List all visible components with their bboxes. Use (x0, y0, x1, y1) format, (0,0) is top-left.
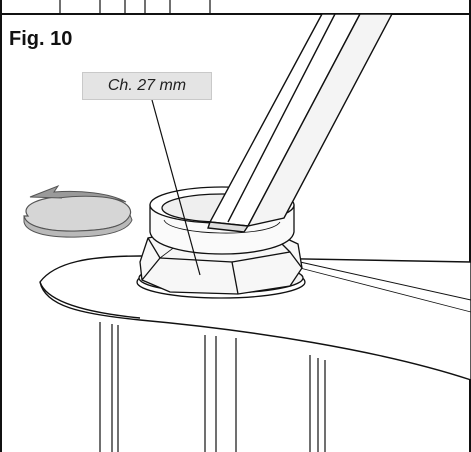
callout-label-box: Ch. 27 mm (82, 72, 212, 100)
wrench-size-label: Ch. 27 mm (107, 77, 187, 94)
hex-key-wrench-icon (207, 13, 394, 233)
plate-legs (99, 322, 326, 452)
callout-leader-line (151, 99, 201, 276)
counterclockwise-arrow-icon (23, 184, 133, 238)
top-table-strip (59, 0, 211, 14)
figure-title: Fig. 10 (9, 28, 73, 50)
